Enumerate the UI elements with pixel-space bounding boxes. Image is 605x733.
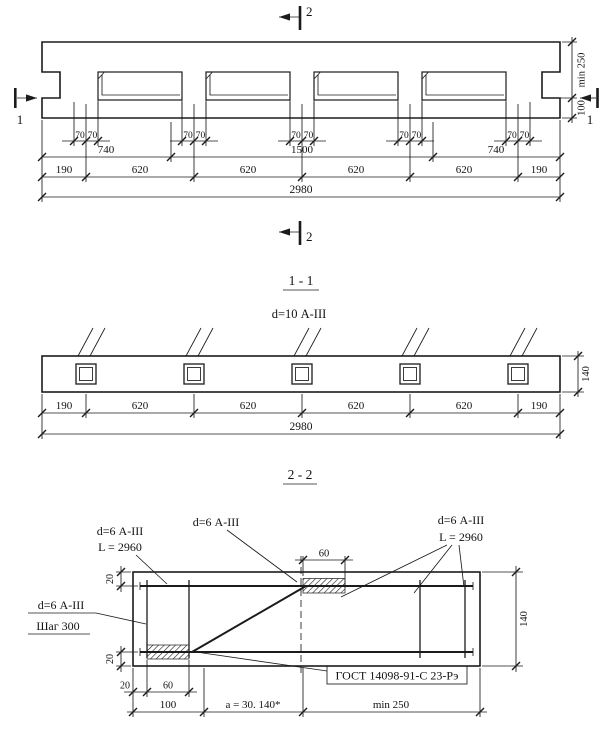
dim-70-label: 70 xyxy=(412,131,422,141)
dim-label: 620 xyxy=(348,400,365,412)
callout-mid: d=6 А-III xyxy=(193,515,239,529)
weld-zone-top xyxy=(302,578,346,594)
rebar-callout-label: d=10 А-III xyxy=(272,307,327,321)
s11-dim-total: 2980 xyxy=(37,421,565,439)
plan-opening-1 xyxy=(97,71,183,101)
bar-end-ticks xyxy=(139,582,474,656)
leader-weld xyxy=(195,651,328,672)
dim-label: 20 xyxy=(105,574,116,584)
dim-label: 620 xyxy=(240,400,257,412)
dim-label: 620 xyxy=(456,164,473,176)
diagonal-bar xyxy=(191,585,307,653)
panel-outline xyxy=(41,41,561,119)
section-1-1-title: 1 - 1 xyxy=(289,273,314,288)
s22-callouts: d=6 А-III L = 2960 d=6 А-III d=6 А-III L… xyxy=(28,513,484,635)
dim-height-label: 140 xyxy=(581,366,592,382)
dim-label: 190 xyxy=(56,400,73,412)
leader-left xyxy=(135,554,168,585)
s22-dim-60-top: 60 xyxy=(295,549,353,588)
dim-label: 20 xyxy=(105,654,116,664)
callout-step-line1: d=6 А-III xyxy=(38,598,84,612)
s22-dim-row-small: 20 60 xyxy=(120,660,197,697)
plan-view: 2 2 1 1 min 250 100 xyxy=(14,4,599,245)
dim-70-label: 70 xyxy=(291,131,301,141)
s11-dim-row-segments: 190 620 620 620 620 190 xyxy=(37,394,565,439)
dim-label: 60 xyxy=(319,549,330,560)
dim-label: a = 30. 140* xyxy=(225,699,280,711)
dim-100-label: 100 xyxy=(577,100,588,116)
plan-opening-3 xyxy=(313,71,399,101)
dim-total-label: 2980 xyxy=(290,184,313,196)
dim-total-label: 2980 xyxy=(290,421,313,433)
s22-beam xyxy=(132,556,481,676)
section-mark-right-label: 1 xyxy=(587,112,594,127)
beam-outline xyxy=(132,571,481,667)
dim-label: 60 xyxy=(163,681,173,692)
leader-step xyxy=(95,612,147,625)
dim-label: 620 xyxy=(132,164,149,176)
leader-right-fan xyxy=(340,544,465,598)
s22-dim-cover-bottom: 20 xyxy=(105,646,138,672)
dim-label: 620 xyxy=(456,400,473,412)
dim-70-label: 70 xyxy=(196,131,206,141)
s22-dim-height: 140 xyxy=(482,566,530,672)
plan-dim-row-segments: 190 620 620 620 620 190 xyxy=(37,104,565,182)
dim-label: 190 xyxy=(531,164,548,176)
s22-dim-cover-top: 20 xyxy=(105,566,138,592)
plan-dim-right: min 250 100 xyxy=(544,37,588,123)
rebar-leader-lines xyxy=(77,327,538,357)
callout-step-line2: Шаг 300 xyxy=(36,619,79,633)
dim-label: 100 xyxy=(160,699,177,711)
dim-label: 620 xyxy=(348,164,365,176)
s11-dim-height: 140 xyxy=(562,351,592,397)
s22-dim-row-main: 100 a = 30. 140* min 250 xyxy=(127,668,487,717)
dim-label: min 250 xyxy=(373,699,410,711)
plan-opening-2 xyxy=(205,71,291,101)
dim-70-label: 70 xyxy=(88,131,98,141)
dim-label: 190 xyxy=(56,164,73,176)
section-mark-right: 1 xyxy=(580,88,599,127)
section-2-2-title: 2 - 2 xyxy=(288,467,313,482)
section-1-1: 1 - 1 d=10 А-III 140 190 620 620 620 620 xyxy=(37,273,592,439)
section-mark-top-label: 2 xyxy=(306,4,313,19)
callout-right-line1: d=6 А-III xyxy=(438,513,484,527)
stirrups xyxy=(146,580,466,658)
dim-min250-label: min 250 xyxy=(577,53,588,88)
dim-label: 740 xyxy=(488,144,505,156)
plan-openings xyxy=(97,71,507,101)
weld-note-label: ГОСТ 14098-91-С 23-Рэ xyxy=(336,669,459,683)
dim-70-label: 70 xyxy=(75,131,85,141)
section-2-2: 2 - 2 d=6 А-III L = 2960 d=6 А-III d=6 А… xyxy=(28,467,530,717)
weld-note-box xyxy=(326,665,468,685)
plan-opening-4 xyxy=(421,71,507,101)
section-mark-top: 2 xyxy=(279,4,313,30)
dim-70-label: 70 xyxy=(304,131,314,141)
leader-mid xyxy=(226,529,298,583)
callout-right-line2: L = 2960 xyxy=(439,530,483,544)
weld-note: ГОСТ 14098-91-С 23-Рэ xyxy=(195,651,468,685)
stirrup-sections xyxy=(75,363,529,385)
weld-zone-bottom xyxy=(146,644,190,660)
section-mark-bottom-label: 2 xyxy=(306,229,313,244)
callout-left-line1: d=6 А-III xyxy=(97,524,143,538)
section-mark-left-label: 1 xyxy=(17,112,24,127)
beam-outline xyxy=(41,355,561,393)
dim-label: 620 xyxy=(132,400,149,412)
plan-dim-total: 2980 xyxy=(37,120,565,202)
dim-label: 190 xyxy=(531,400,548,412)
dim-70-label: 70 xyxy=(183,131,193,141)
dim-label: 740 xyxy=(98,144,115,156)
dim-70-label: 70 xyxy=(520,131,530,141)
dim-70-label: 70 xyxy=(399,131,409,141)
dim-label: 620 xyxy=(240,164,257,176)
dim-height-label: 140 xyxy=(519,611,530,627)
section-mark-left: 1 xyxy=(14,88,37,127)
dim-label: 20 xyxy=(120,681,130,692)
callout-left-line2: L = 2960 xyxy=(98,540,142,554)
section-mark-bottom: 2 xyxy=(279,221,313,245)
dim-70-label: 70 xyxy=(507,131,517,141)
